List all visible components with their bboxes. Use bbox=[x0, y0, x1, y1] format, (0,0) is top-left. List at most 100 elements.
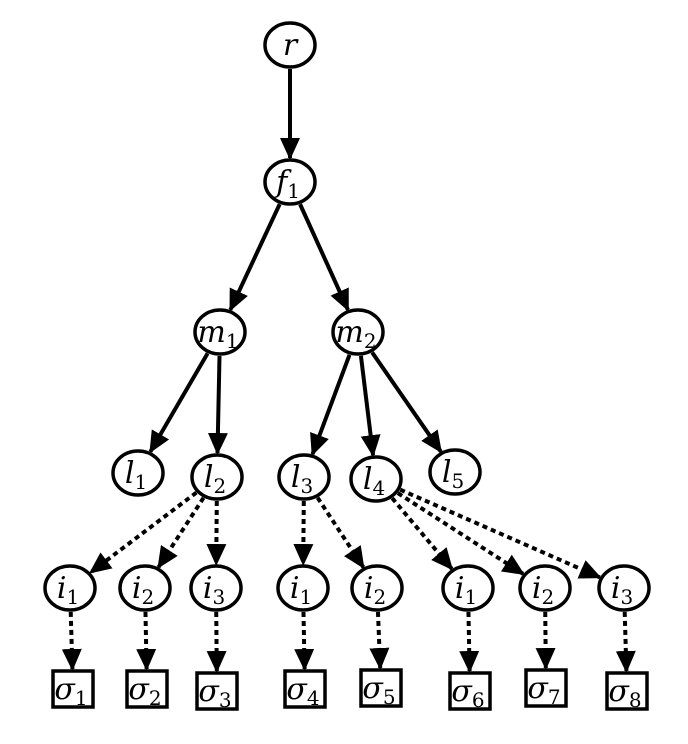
node-symbol: i bbox=[455, 571, 465, 606]
node-subscript: 2 bbox=[213, 474, 226, 498]
node-l4-label: l4 bbox=[363, 462, 385, 500]
node-s6: σ6 bbox=[448, 671, 492, 712]
node-symbol: i bbox=[611, 571, 621, 606]
node-symbol: l bbox=[442, 455, 452, 490]
edge-i3c-s8 bbox=[615, 611, 636, 673]
node-s8-label: σ8 bbox=[608, 674, 641, 712]
node-i3c-label: i3 bbox=[611, 571, 633, 609]
node-m2-label: m2 bbox=[335, 315, 376, 353]
node-i1b: i1 bbox=[276, 564, 330, 612]
node-subscript: 3 bbox=[620, 585, 633, 609]
node-l4-shape bbox=[349, 455, 403, 503]
node-s6-label: σ6 bbox=[451, 674, 484, 712]
node-subscript: 6 bbox=[472, 688, 485, 712]
edge-l2-i2a bbox=[156, 496, 206, 569]
node-l2-label: l2 bbox=[204, 460, 226, 498]
node-m1-label: m1 bbox=[197, 315, 238, 353]
edge-m2-l5 bbox=[370, 351, 443, 454]
node-subscript: 3 bbox=[212, 585, 225, 609]
edge-l4-i1c bbox=[390, 496, 454, 571]
node-subscript: 2 bbox=[364, 329, 377, 353]
node-i2a-shape bbox=[118, 564, 172, 612]
node-l3-shape bbox=[277, 453, 331, 501]
node-symbol: σ bbox=[451, 674, 473, 709]
edge-l4-i2c bbox=[396, 491, 525, 576]
node-i1b-label: i1 bbox=[290, 571, 312, 609]
node-symbol: i bbox=[132, 571, 142, 606]
node-r-label: r bbox=[283, 28, 299, 63]
node-symbol: i bbox=[290, 571, 300, 606]
node-symbol: m bbox=[197, 315, 225, 350]
edge-i2c-s7 bbox=[535, 611, 556, 670]
node-symbol: σ bbox=[128, 672, 150, 707]
node-symbol: r bbox=[283, 28, 299, 63]
edge-i1b-s4 bbox=[294, 611, 315, 671]
node-s2-label: σ2 bbox=[128, 672, 161, 710]
edge-f1-m1 bbox=[228, 203, 282, 312]
node-i1c: i1 bbox=[441, 564, 495, 612]
edge-i2a-s2 bbox=[136, 611, 157, 671]
node-subscript: 1 bbox=[75, 686, 88, 710]
node-subscript: 2 bbox=[373, 585, 386, 609]
node-i3c: i3 bbox=[597, 564, 651, 612]
node-i1a: i1 bbox=[43, 564, 97, 612]
node-s1-label: σ1 bbox=[54, 672, 87, 710]
node-subscript: 2 bbox=[149, 686, 162, 710]
node-i3c-shape bbox=[597, 564, 651, 612]
node-i3a: i3 bbox=[189, 564, 243, 612]
node-s7: σ7 bbox=[524, 668, 568, 709]
node-i1c-label: i1 bbox=[455, 571, 477, 609]
node-l4: l4 bbox=[349, 455, 403, 503]
edge-m1-l2 bbox=[207, 355, 228, 456]
node-s7-label: σ7 bbox=[527, 671, 560, 709]
node-f1: f1 bbox=[263, 158, 317, 206]
node-r: r bbox=[263, 21, 317, 69]
node-i3a-shape bbox=[189, 564, 243, 612]
node-symbol: i bbox=[57, 571, 67, 606]
node-i2c-shape bbox=[518, 564, 572, 612]
node-symbol: i bbox=[203, 571, 213, 606]
node-i2c-label: i2 bbox=[532, 571, 554, 609]
node-subscript: 7 bbox=[548, 685, 561, 709]
node-symbol: l bbox=[363, 462, 373, 497]
node-l2-shape bbox=[190, 453, 244, 501]
node-i2a-label: i2 bbox=[132, 571, 154, 609]
node-symbol: l bbox=[291, 460, 301, 495]
edge-i2b-s5 bbox=[369, 611, 390, 670]
node-l5-shape bbox=[428, 448, 482, 496]
node-subscript: 4 bbox=[307, 686, 320, 710]
node-f1-label: f1 bbox=[274, 165, 300, 203]
node-subscript: 2 bbox=[141, 585, 154, 609]
node-s5: σ5 bbox=[359, 668, 403, 709]
node-s8: σ8 bbox=[605, 671, 649, 712]
node-symbol: σ bbox=[362, 671, 384, 706]
node-subscript: 4 bbox=[372, 476, 385, 500]
node-subscript: 3 bbox=[219, 688, 232, 712]
node-subscript: 5 bbox=[451, 469, 464, 493]
edge-m2-l3 bbox=[310, 354, 352, 457]
node-r-shape bbox=[263, 21, 317, 69]
node-m1-shape bbox=[193, 308, 247, 356]
node-m2-shape bbox=[331, 308, 385, 356]
node-subscript: 8 bbox=[629, 688, 642, 712]
node-s7-shape bbox=[524, 668, 568, 708]
node-s4: σ4 bbox=[283, 669, 327, 710]
edge-l2-i3a bbox=[206, 500, 227, 567]
node-subscript: 1 bbox=[226, 329, 239, 353]
node-i2b: i2 bbox=[350, 564, 404, 612]
node-symbol: σ bbox=[286, 672, 308, 707]
node-i2c: i2 bbox=[518, 564, 572, 612]
node-symbol: σ bbox=[54, 672, 76, 707]
node-s5-label: σ5 bbox=[362, 671, 395, 709]
node-s6-shape bbox=[448, 671, 492, 711]
node-m1: m1 bbox=[193, 308, 247, 356]
node-s4-label: σ4 bbox=[286, 672, 319, 710]
node-s4-shape bbox=[283, 669, 327, 709]
node-l1-shape bbox=[111, 449, 165, 497]
node-s5-shape bbox=[359, 668, 403, 708]
edge-m2-l4 bbox=[358, 355, 381, 458]
node-subscript: 1 bbox=[464, 585, 477, 609]
node-i3a-label: i3 bbox=[203, 571, 225, 609]
node-m2: m2 bbox=[331, 308, 385, 356]
node-l5-label: l5 bbox=[442, 455, 464, 493]
